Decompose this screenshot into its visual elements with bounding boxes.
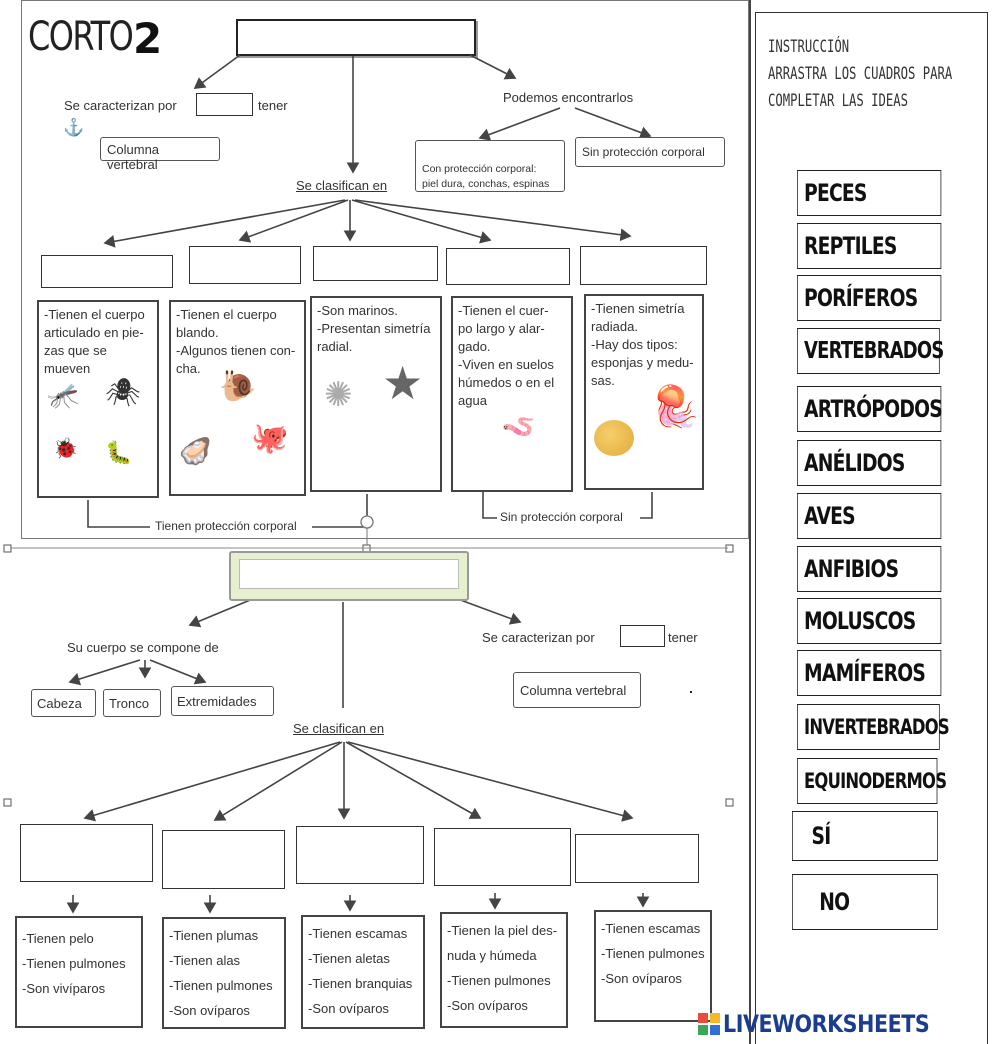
top-category-slot-3[interactable] xyxy=(313,246,438,281)
bottom-category-slot-1[interactable] xyxy=(20,824,153,882)
top-category-slot-1[interactable] xyxy=(41,255,173,288)
word-tile-anfibios[interactable]: ANFIBIOS xyxy=(797,546,980,592)
instructions-text: INSTRUCCIÓN ARRASTRA LOS CUADROS PARA CO… xyxy=(768,34,952,115)
word-tile-no[interactable]: NO xyxy=(792,874,975,930)
sponge-icon xyxy=(594,420,634,456)
word-tile-equinodermos[interactable]: EQUINODERMOS xyxy=(797,758,980,804)
desc-text: -Tienen plumas -Tienen alas -Tienen pulm… xyxy=(169,928,273,1018)
logo-text: LIVEWORKSHEETS xyxy=(723,1010,930,1038)
top-category-slot-2[interactable] xyxy=(189,246,301,284)
instruction-line: COMPLETAR LAS IDEAS xyxy=(768,91,909,111)
divider-line xyxy=(749,0,751,1044)
top-desc-mollusks: -Tienen el cuerpo blando. -Algunos tiene… xyxy=(169,300,306,496)
word-tile-artropodos[interactable]: ARTRÓPODOS xyxy=(797,386,980,432)
desc-text: -Tienen el cuerpo articulado en pie- zas… xyxy=(44,307,145,376)
without-protection-bottom-label: Sin protección corporal xyxy=(500,510,623,524)
bottom-desc-birds: -Tienen plumas -Tienen alas -Tienen pulm… xyxy=(162,917,286,1029)
jellyfish-icon: 🪼 xyxy=(650,385,700,429)
desc-text: -Son marinos. -Presentan simetría radial… xyxy=(317,303,431,354)
desc-text: -Tienen el cuerpo blando. -Algunos tiene… xyxy=(176,307,296,376)
part-head-box: Cabeza xyxy=(31,689,96,717)
top-main-drop-slot[interactable] xyxy=(236,19,476,56)
top-desc-annelids: -Tienen el cuer- po largo y alar- gado. … xyxy=(451,296,573,492)
without-protection-box-top: Sin protección corporal xyxy=(575,137,725,167)
instruction-title: INSTRUCCIÓN xyxy=(768,37,850,57)
instruction-line: ARRASTRA LOS CUADROS PARA xyxy=(768,64,953,84)
mosquito-icon: 🦟 xyxy=(47,380,80,410)
body-composed-label: Su cuerpo se compone de xyxy=(67,640,219,655)
word-tile-moluscos[interactable]: MOLUSCOS xyxy=(797,598,980,644)
desc-text: -Tienen el cuer- po largo y alar- gado. … xyxy=(458,303,555,408)
classified-in-label-top: Se clasifican en xyxy=(296,178,388,193)
bottom-desc-reptiles: -Tienen escamas -Tienen pulmones -Son ov… xyxy=(594,910,712,1022)
word-tile-aves[interactable]: AVES xyxy=(797,493,980,539)
top-desc-echinoderms: -Son marinos. -Presentan simetría radial… xyxy=(310,296,442,492)
word-tile-si[interactable]: SÍ xyxy=(792,811,975,861)
bottom-main-drop-slot[interactable] xyxy=(229,551,469,601)
spider-icon: 🕷 xyxy=(105,377,141,408)
top-category-slot-5[interactable] xyxy=(580,246,707,285)
word-tile-vertebrados[interactable]: VERTEBRADOS xyxy=(797,328,980,374)
connector-lines xyxy=(3,54,734,914)
part-limbs-box: Extremidades xyxy=(171,686,274,716)
desc-text: -Tienen simetría radiada. -Hay dos tipos… xyxy=(591,301,694,388)
top-yes-no-drop-slot[interactable] xyxy=(196,93,253,116)
word-tile-mamiferos[interactable]: MAMÍFEROS xyxy=(797,650,980,696)
top-desc-arthropods: -Tienen el cuerpo articulado en pie- zas… xyxy=(37,300,159,498)
sea-urchin-icon: ✺ xyxy=(324,376,353,414)
characterized-by-label-bottom: Se caracterizan por xyxy=(482,630,595,645)
tener-label: tener xyxy=(258,98,288,113)
word-tile-poriferos[interactable]: PORÍFEROS xyxy=(797,275,980,321)
word-tile-peces[interactable]: PECES xyxy=(797,170,980,216)
bottom-desc-fish: -Tienen escamas -Tienen aletas -Tienen b… xyxy=(301,915,425,1029)
word-tile-anelidos[interactable]: ANÉLIDOS xyxy=(797,440,980,486)
instructions-panel-frame xyxy=(755,12,988,1044)
bottom-category-slot-5[interactable] xyxy=(575,834,699,883)
title-number: 2 xyxy=(133,14,163,63)
bottom-category-slot-2[interactable] xyxy=(162,830,285,889)
title-text: CORTO xyxy=(28,14,134,60)
classified-in-label-bottom: Se clasifican en xyxy=(293,721,385,736)
desc-text: -Tienen escamas -Tienen aletas -Tienen b… xyxy=(308,926,413,1016)
liveworksheets-logo: LIVEWORKSHEETS xyxy=(698,1010,963,1038)
logo-icon xyxy=(698,1013,720,1035)
desc-text: -Tienen escamas -Tienen pulmones -Son ov… xyxy=(601,921,705,986)
vertebral-column-box-bottom: Columna vertebral xyxy=(513,672,641,708)
worm-icon: 🪱 xyxy=(501,411,536,442)
word-tile-invertebrados[interactable]: INVERTEBRADOS xyxy=(797,704,980,750)
can-find-label: Podemos encontrarlos xyxy=(503,90,634,105)
dot-mark xyxy=(690,691,692,693)
octopus-icon: 🐙 xyxy=(251,422,289,455)
top-desc-porifera: -Tienen simetría radiada. -Hay dos tipos… xyxy=(584,294,704,490)
word-tile-reptiles[interactable]: REPTILES xyxy=(797,223,980,269)
bottom-yes-no-drop-slot[interactable] xyxy=(620,625,665,647)
starfish-icon: ★ xyxy=(382,357,424,409)
centipede-icon: 🐛 xyxy=(105,440,133,465)
bottom-desc-amphibians: -Tienen la piel des- nuda y húmeda -Tien… xyxy=(440,912,568,1028)
tener-label-bottom: tener xyxy=(668,630,698,645)
insect-sketch-icon: 🐞 xyxy=(53,438,78,460)
part-trunk-box: Tronco xyxy=(103,689,161,717)
desc-text: -Tienen la piel des- nuda y húmeda -Tien… xyxy=(447,923,558,1013)
anchor-icon: ⚓ xyxy=(63,118,85,137)
bottom-desc-mammals: -Tienen pelo -Tienen pulmones -Son vivíp… xyxy=(15,916,143,1028)
snail-icon: 🐌 xyxy=(219,370,257,403)
worksheet-title: CORTO xyxy=(28,14,134,60)
characterized-by-label: Se caracterizan por xyxy=(64,98,177,113)
vertebral-column-box-top: Columna vertebral xyxy=(100,137,220,172)
mussel-icon: 🦪 xyxy=(179,436,212,466)
bottom-category-slot-3[interactable] xyxy=(296,826,424,884)
desc-text: -Tienen pelo -Tienen pulmones -Son vivíp… xyxy=(22,931,126,996)
top-category-slot-4[interactable] xyxy=(446,248,570,285)
with-protection-box: Con protección corporal: piel dura, conc… xyxy=(415,140,565,192)
top-worksheet-frame xyxy=(21,0,749,539)
with-protection-bottom-label: Tienen protección corporal xyxy=(155,519,297,533)
bottom-category-slot-4[interactable] xyxy=(434,828,571,886)
